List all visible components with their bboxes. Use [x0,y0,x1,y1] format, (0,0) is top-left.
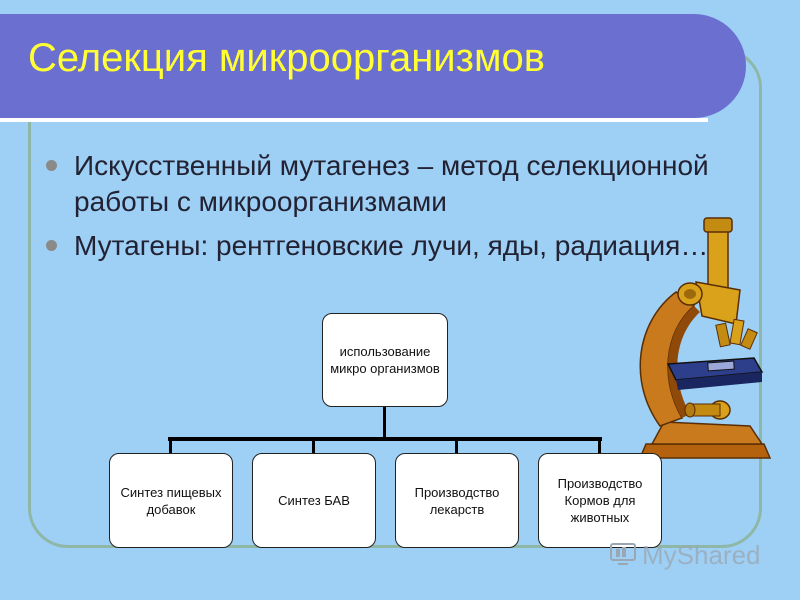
node-label: использование микро организмов [330,344,440,376]
node-label: Синтез БАВ [278,493,350,508]
diagram-child-node: Производство лекарств [395,453,519,548]
connector-drop [598,440,601,453]
watermark-text: MyShared [642,540,761,570]
connector-root-stem [383,406,386,440]
node-label: Производство Кормов для животных [557,476,643,525]
diagram-child-node: Синтез пищевых добавок [109,453,233,548]
bullet-dot-icon [46,160,57,171]
diagram-child-node: Производство Кормов для животных [538,453,662,548]
title-underline [0,118,708,122]
connector-horizontal-bar [168,437,602,441]
diagram-child-node: Синтез БАВ [252,453,376,548]
diagram-root-node: использование микро организмов [322,313,448,407]
title-band [0,14,746,122]
connector-drop [169,440,172,453]
slide-title: Селекция микроорганизмов [28,36,545,80]
bullet-text: Искусственный мутагенез – метод селекцио… [74,150,709,217]
watermark-logo-icon [610,543,636,565]
bullet-text: Мутагены: рентгеновские лучи, яды, радиа… [74,230,709,261]
node-label: Синтез пищевых добавок [120,484,222,517]
connector-drop [455,440,458,453]
bullet-list: Искусственный мутагенез – метод селекцио… [44,148,724,272]
bullet-item: Искусственный мутагенез – метод селекцио… [44,148,724,220]
connector-drop [312,440,315,453]
bullet-item: Мутагены: рентгеновские лучи, яды, радиа… [44,228,724,264]
node-label: Производство лекарств [414,484,500,517]
microscope-icon [638,217,772,459]
bullet-dot-icon [46,240,57,251]
